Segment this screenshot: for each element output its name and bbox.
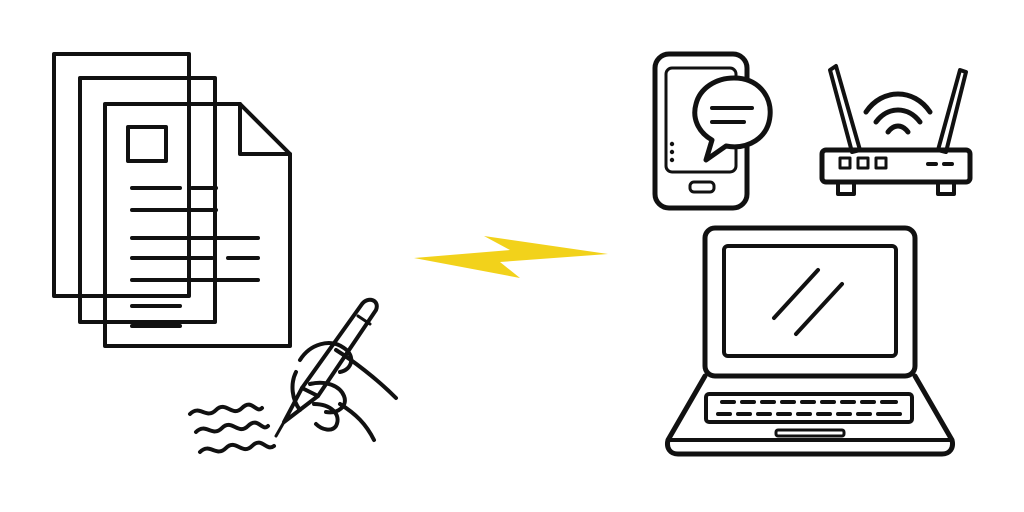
laptop-icon (665, 225, 955, 457)
document-text-lines (130, 186, 260, 328)
chat-bubble-icon (692, 75, 773, 163)
smartphone-chat-icon (652, 51, 773, 211)
lightning-bolt-icon (414, 236, 608, 278)
wifi-router-icon (819, 64, 973, 196)
hand-writing-pen-icon (274, 297, 398, 442)
handwriting-scribble-icon (188, 402, 276, 454)
wifi-signal-icon (863, 91, 933, 135)
paper-stack-icon (52, 52, 292, 348)
keyboard (704, 392, 914, 424)
